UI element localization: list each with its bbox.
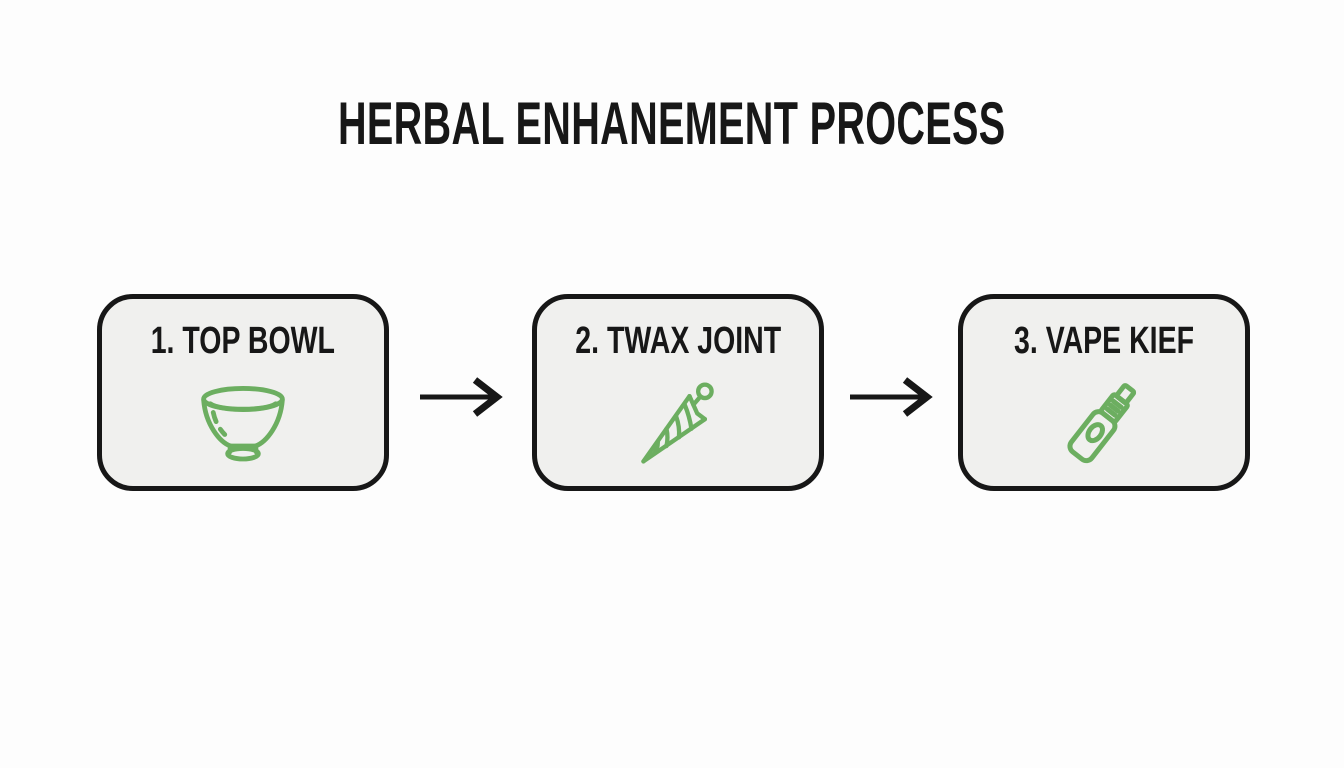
step-1-label-row: 1. TOP BOWL [102, 322, 384, 360]
step-2-icon-area [537, 365, 819, 480]
page-title: HERBAL ENHANEMENT PROCESS [0, 94, 1344, 154]
step-3-label: 3. VAPE KIEF [1013, 320, 1195, 362]
step-card-top-bowl: 1. TOP BOWL [97, 294, 389, 491]
step-card-vape-kief: 3. VAPE KIEF [958, 294, 1250, 491]
joint-icon [630, 369, 726, 477]
step-2-label: 2. TWAX JOINT [575, 320, 781, 362]
step-1-label: 1. TOP BOWL [150, 320, 336, 362]
step-card-twax-joint: 2. TWAX JOINT [532, 294, 824, 491]
step-3-icon-area [963, 365, 1245, 480]
step-2-label-row: 2. TWAX JOINT [537, 322, 819, 360]
arrow-right-icon [417, 373, 509, 421]
arrow-right-icon [847, 373, 939, 421]
page-title-text: HERBAL ENHANEMENT PROCESS [338, 90, 1006, 157]
step-1-icon-area [102, 365, 384, 480]
vape-icon [1054, 369, 1154, 477]
step-3-label-row: 3. VAPE KIEF [963, 322, 1245, 360]
bowl-icon [190, 375, 296, 471]
